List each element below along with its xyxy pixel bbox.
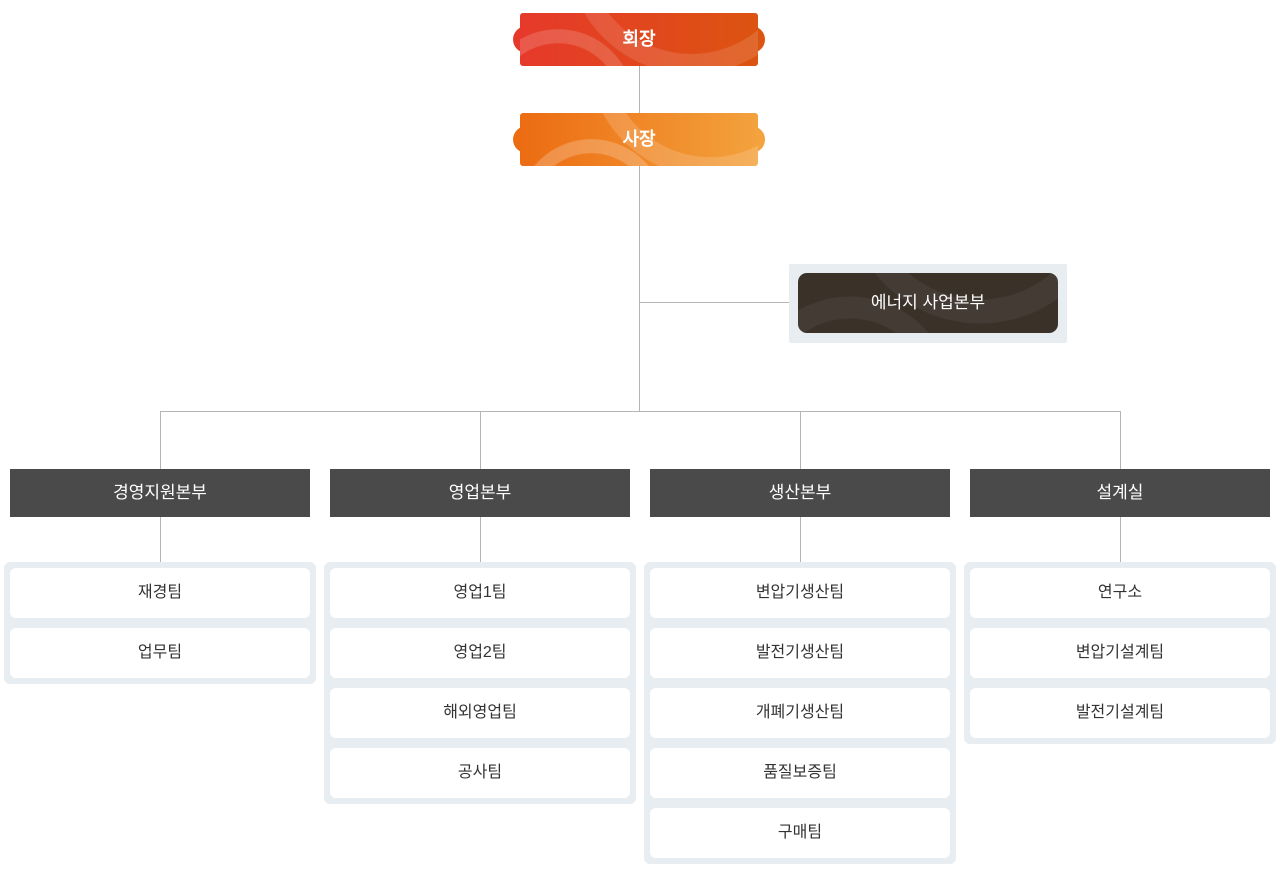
team-box: 변압기설계팀: [970, 628, 1270, 678]
chairman-box: 회장: [513, 13, 765, 66]
team-box: 공사팀: [330, 748, 630, 798]
connector-chairman-president: [639, 66, 640, 113]
team-label: 발전기생산팀: [755, 644, 845, 661]
team-box: 구매팀: [650, 808, 950, 858]
division-header: 영업본부: [330, 469, 630, 517]
connector-header-to-teams: [800, 517, 801, 563]
connector-header-to-teams: [1120, 517, 1121, 563]
team-box: 재경팀: [10, 568, 310, 618]
division-header: 설계실: [970, 469, 1270, 517]
connector-division-bus: [160, 411, 1121, 412]
energy-division-label: 에너지 사업본부: [870, 293, 986, 312]
team-label: 구매팀: [777, 824, 823, 841]
connector-bus-to-header: [480, 411, 481, 469]
connector-president-bus: [639, 166, 640, 412]
division-header-label: 경영지원본부: [113, 483, 207, 502]
energy-division-box: 에너지 사업본부: [798, 273, 1058, 333]
ribbon-gradient-face: [520, 113, 758, 166]
connector-header-to-teams: [480, 517, 481, 563]
team-box: 영업1팀: [330, 568, 630, 618]
team-box: 영업2팀: [330, 628, 630, 678]
team-box: 발전기생산팀: [650, 628, 950, 678]
division-header-label: 영업본부: [448, 483, 512, 502]
chairman-label: 회장: [622, 29, 656, 49]
team-label: 연구소: [1097, 584, 1143, 601]
team-box: 해외영업팀: [330, 688, 630, 738]
connector-bus-to-header: [800, 411, 801, 469]
president-label: 사장: [622, 129, 656, 149]
team-label: 해외영업팀: [443, 704, 517, 721]
team-box: 품질보증팀: [650, 748, 950, 798]
connector-energy-branch: [639, 302, 798, 303]
connector-bus-to-header: [1120, 411, 1121, 469]
team-box: 변압기생산팀: [650, 568, 950, 618]
division-header: 경영지원본부: [10, 469, 310, 517]
president-box: 사장: [513, 113, 765, 166]
team-label: 영업2팀: [453, 644, 507, 661]
team-label: 영업1팀: [453, 584, 507, 601]
team-label: 업무팀: [137, 644, 183, 661]
division-header-label: 생산본부: [768, 483, 832, 502]
team-label: 개폐기생산팀: [755, 704, 845, 721]
team-label: 발전기설계팀: [1075, 704, 1165, 721]
team-box: 업무팀: [10, 628, 310, 678]
connector-bus-to-header: [160, 411, 161, 469]
team-label: 변압기설계팀: [1075, 644, 1165, 661]
team-label: 재경팀: [137, 584, 183, 601]
team-box: 발전기설계팀: [970, 688, 1270, 738]
ribbon-gradient-face: [520, 13, 758, 66]
division-header-label: 설계실: [1096, 483, 1144, 502]
team-label: 품질보증팀: [763, 764, 837, 781]
division-header: 생산본부: [650, 469, 950, 517]
team-label: 변압기생산팀: [755, 584, 845, 601]
team-box: 연구소: [970, 568, 1270, 618]
team-box: 개폐기생산팀: [650, 688, 950, 738]
team-label: 공사팀: [457, 764, 503, 781]
connector-header-to-teams: [160, 517, 161, 563]
